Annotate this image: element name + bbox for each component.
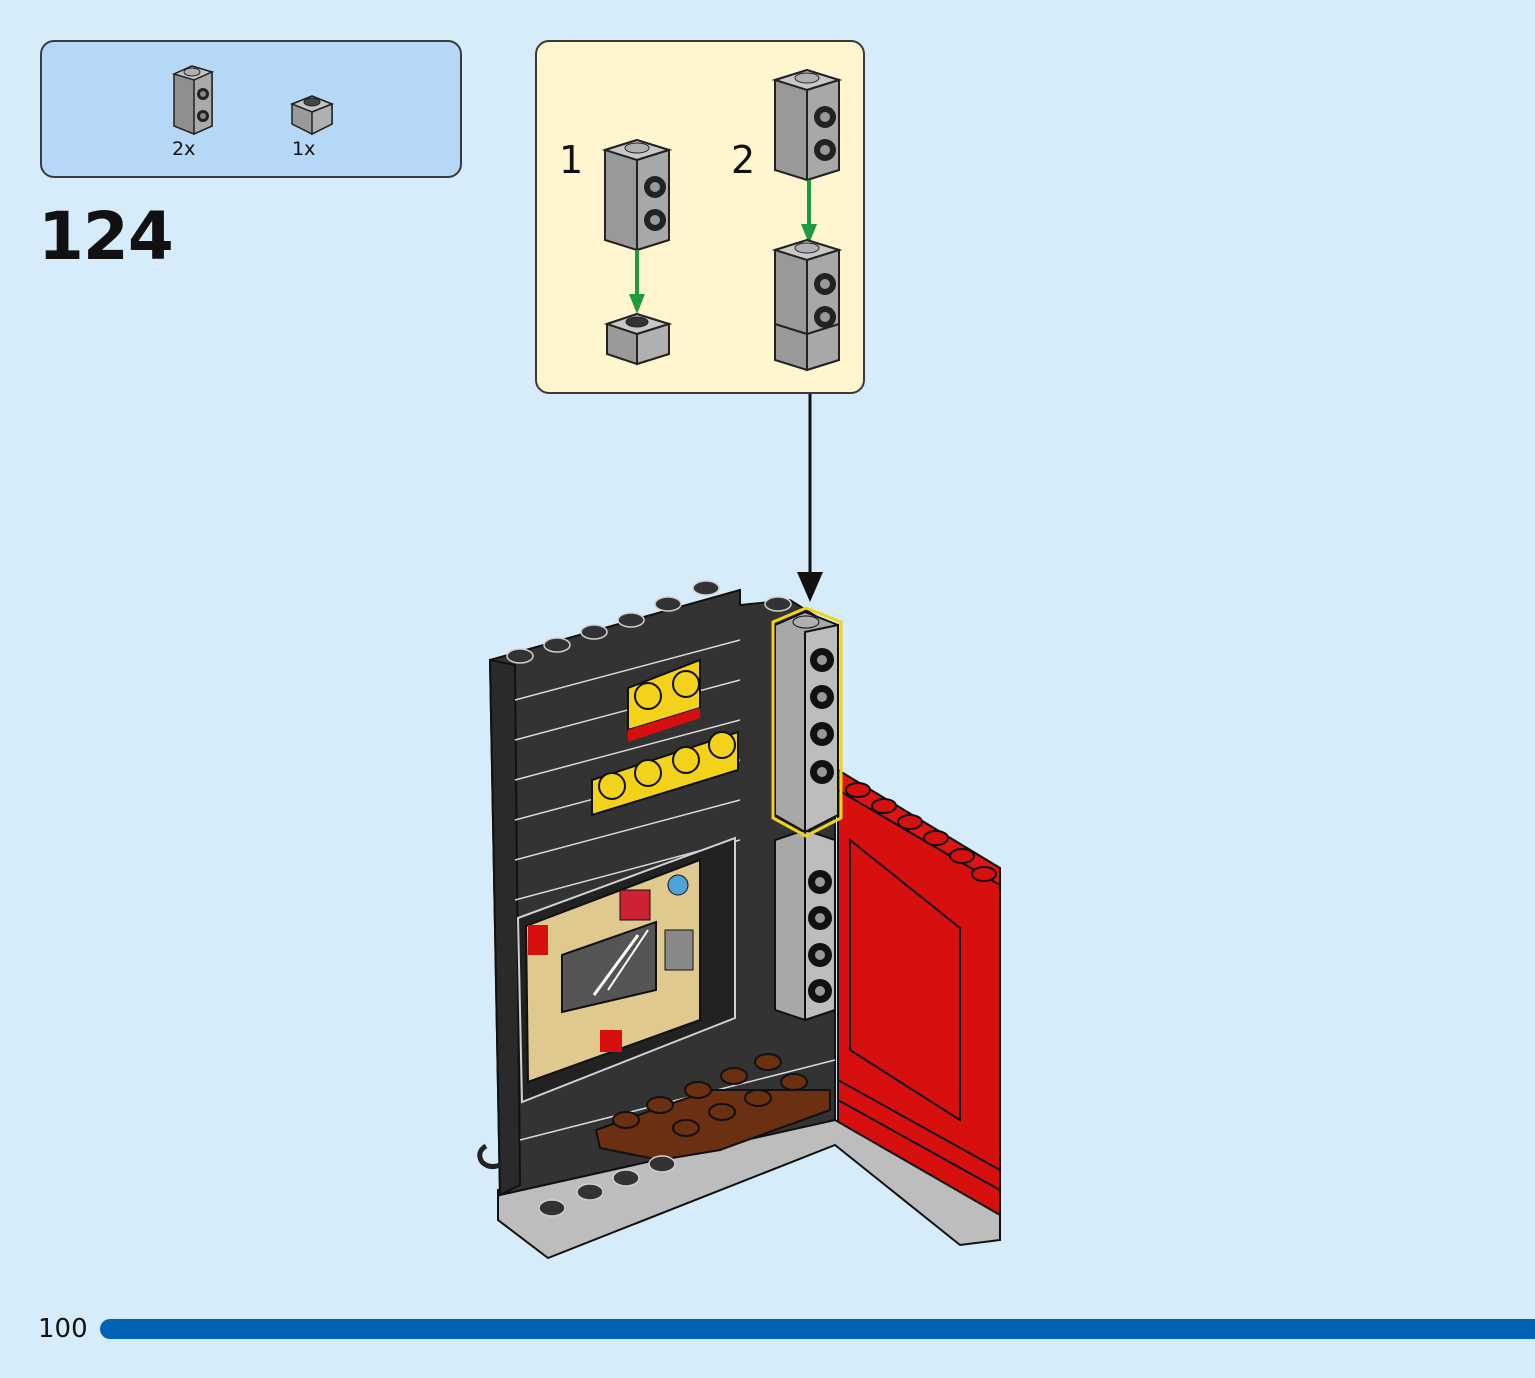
page-number: 100 <box>38 1314 88 1344</box>
step-number: 124 <box>38 198 174 275</box>
part-quantity: 2x <box>172 138 196 160</box>
part-quantity: 1x <box>292 138 316 160</box>
sub-assembly-box: 1 2 <box>535 40 865 394</box>
gray-brick-1x1-two-studs-side-icon <box>171 65 215 136</box>
page-progress-bar <box>100 1319 1535 1339</box>
parts-list-box: 2x 1x <box>40 40 462 178</box>
sub-step-label: 2 <box>731 138 756 182</box>
sub-step-2-illustration <box>771 68 843 372</box>
sub-step-1-illustration <box>601 138 673 366</box>
gray-brick-1x1-icon <box>289 95 335 136</box>
sub-step-label: 1 <box>559 138 584 182</box>
